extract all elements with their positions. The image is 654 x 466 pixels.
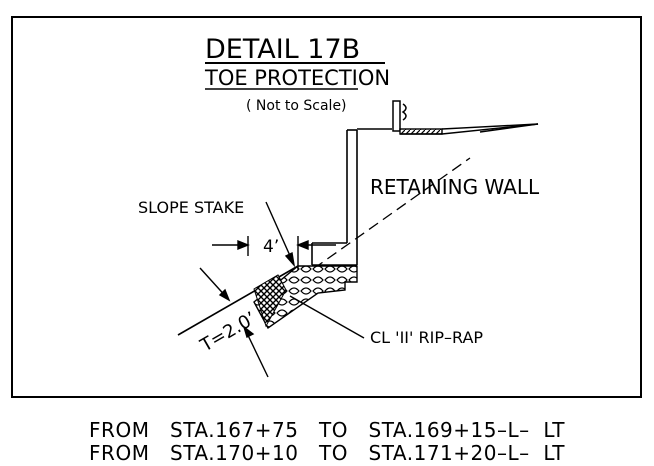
slope-stake-leader [265, 201, 296, 268]
offset-label: 4’ [263, 237, 279, 257]
riprap-label: CL 'II' RIP–RAP [370, 328, 483, 347]
detail-frame [11, 16, 642, 398]
detail-subtitle: TOE PROTECTION [204, 66, 390, 90]
riprap-dense [253, 274, 287, 328]
station-line-2: FROM STA.170+10 TO STA.171+20–L– LT [89, 441, 565, 465]
offset-dimension [212, 236, 336, 270]
riprap-leader [289, 295, 365, 339]
scale-note: ( Not to Scale) [246, 98, 347, 114]
thickness-dimension [199, 267, 269, 378]
station-line-1: FROM STA.167+75 TO STA.169+15–L– LT [89, 418, 565, 442]
retaining-wall-label: RETAINING WALL [370, 175, 540, 199]
roadway-surface [357, 123, 539, 135]
slope-stake-label: SLOPE STAKE [138, 198, 244, 217]
detail-title: DETAIL 17B [205, 34, 360, 65]
guardrail-post [392, 100, 407, 132]
